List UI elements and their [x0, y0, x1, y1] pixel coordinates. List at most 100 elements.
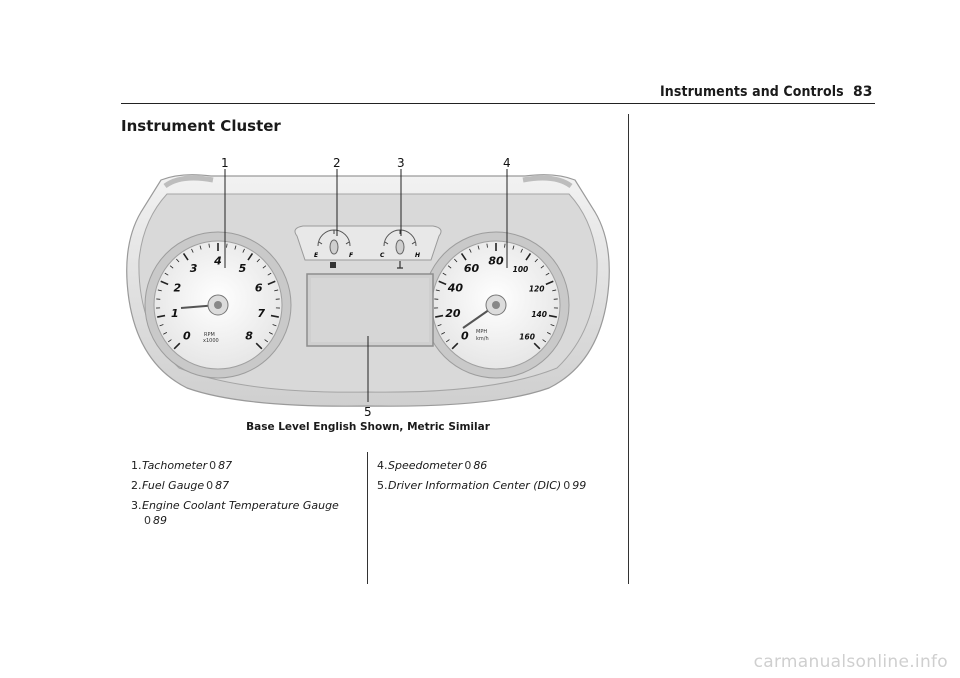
speed-tick-label: 40	[447, 282, 464, 295]
speed-tick	[477, 245, 480, 250]
tach-tick	[264, 339, 269, 343]
page-reference-icon: 0	[144, 514, 151, 527]
speed-tick-label: 0	[461, 330, 469, 343]
tach-tick-label: 7	[257, 307, 265, 320]
page-number: 83	[853, 84, 873, 100]
page-reference-icon: 0	[206, 479, 214, 492]
tach-tick	[255, 342, 263, 350]
fuel-pump-icon	[330, 262, 336, 268]
speed-tick	[534, 258, 538, 263]
tach-tick	[208, 243, 210, 248]
header-rule	[121, 103, 875, 104]
tach-tick	[160, 280, 169, 286]
tach-unit-line1: RPM	[204, 332, 215, 338]
speed-tick	[437, 324, 442, 327]
fuel-full-label: F	[349, 252, 354, 259]
tach-tick-label: 0	[183, 330, 191, 343]
speed-tick	[542, 339, 547, 343]
speed-tick	[548, 314, 557, 318]
speed-unit-line2: km/h	[476, 336, 489, 342]
fuel-gauge: E F	[314, 229, 354, 268]
item-page: 87	[215, 479, 230, 492]
tach-tick	[163, 331, 168, 335]
callout-2: 2	[333, 156, 341, 170]
item-number: 1.	[131, 459, 142, 472]
item-page: 89	[153, 514, 167, 527]
speed-tick	[441, 331, 446, 335]
thermometer-icon	[397, 261, 403, 269]
list-column-divider	[367, 452, 368, 584]
tach-tick	[226, 243, 228, 248]
tach-tick	[234, 245, 237, 250]
page-reference-icon: 0	[563, 479, 571, 492]
tach-tick	[270, 314, 279, 318]
tach-unit-line2: x1000	[203, 338, 219, 344]
tach-tick	[182, 253, 189, 261]
tach-tick	[247, 253, 254, 261]
coolant-cold-label: C	[380, 252, 385, 259]
speed-tick	[546, 331, 551, 335]
tach-tick	[176, 258, 180, 263]
tach-tick	[274, 289, 279, 292]
section-title: Instrument Cluster	[121, 117, 281, 135]
tach-tick	[191, 248, 194, 253]
tach-tick-label: 4	[213, 255, 222, 268]
callout-5: 5	[364, 405, 372, 419]
item-number: 2.	[131, 479, 142, 492]
item-page: 86	[473, 459, 488, 472]
item-label: Speedometer	[388, 459, 463, 472]
figure-caption: Base Level English Shown, Metric Similar	[246, 421, 490, 433]
speed-tick	[447, 265, 452, 269]
tach-tick	[159, 324, 164, 327]
tach-tick-label: 5	[239, 262, 247, 275]
speed-tick	[486, 243, 488, 248]
speed-tick	[552, 289, 557, 292]
tach-tick	[199, 245, 202, 250]
callout-1: 1	[221, 156, 229, 170]
tach-tick	[262, 265, 267, 269]
tach-tick-label: 2	[174, 282, 182, 295]
item-label: Engine Coolant Temperature Gauge	[142, 499, 339, 512]
column-divider	[628, 114, 629, 584]
speed-tick	[525, 253, 532, 261]
speed-tick	[550, 324, 555, 327]
item-label: Tachometer	[142, 459, 208, 472]
page-reference-icon: 0	[464, 459, 472, 472]
speed-unit-line1: MPH	[476, 329, 487, 335]
speed-tick-label: 100	[513, 265, 529, 274]
speed-tick	[454, 258, 458, 263]
coolant-temperature-gauge: C H	[380, 229, 420, 269]
callout-3: 3	[397, 156, 405, 170]
item-number: 3.	[131, 499, 142, 512]
tach-tick-label: 3	[190, 262, 198, 275]
tach-tick	[272, 324, 277, 327]
speed-tick	[520, 248, 523, 253]
tach-tick	[157, 289, 162, 292]
speed-tick	[504, 243, 506, 248]
speed-tick	[460, 253, 467, 261]
speed-tick-label: 120	[529, 285, 545, 294]
speed-tick	[451, 342, 459, 350]
callout-4: 4	[503, 156, 511, 170]
tach-tick	[268, 331, 273, 335]
speed-tick-label: 80	[488, 255, 504, 268]
item-number: 5.	[377, 479, 388, 492]
speed-tick-label: 60	[464, 262, 480, 275]
speed-tick	[545, 272, 550, 276]
fuel-empty-label: E	[314, 252, 319, 259]
tach-tick-label: 8	[245, 330, 253, 343]
page-reference-icon: 0	[209, 459, 217, 472]
tach-tick	[267, 280, 276, 286]
coolant-hot-label: H	[415, 252, 420, 259]
tach-tick	[167, 339, 172, 343]
running-header-title: Instruments and Controls	[660, 84, 844, 100]
